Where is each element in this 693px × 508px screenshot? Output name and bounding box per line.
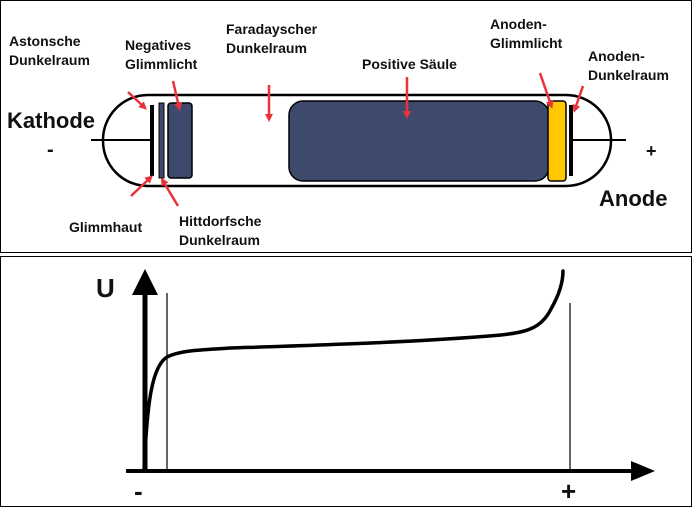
anoden-glimmlicht-label-line1: Anoden-	[490, 16, 547, 32]
negatives-label-line2: Glimmlicht	[125, 56, 198, 72]
y-axis-arrowhead	[132, 269, 158, 295]
negatives-glimmlicht-region	[167, 102, 193, 179]
anode-plus-sign: +	[646, 141, 657, 161]
x-axis-arrowhead	[631, 461, 655, 481]
voltage-plot-panel: U - +	[0, 256, 692, 507]
glimmhaut-region	[158, 102, 165, 179]
faraday-label-line1: Faradayscher	[226, 21, 318, 37]
cathode-minus-sign: -	[47, 139, 54, 161]
tube-diagram-panel: Astonsche Dunkelraum Negatives Glimmlich…	[0, 0, 692, 253]
voltage-plot: U - +	[96, 269, 655, 506]
glimmhaut-label: Glimmhaut	[69, 219, 142, 235]
astonsche-arrow	[127, 91, 147, 110]
anoden-dunkelraum-label-line1: Anoden-	[588, 48, 645, 64]
glass-tube	[101, 93, 613, 188]
hittdorf-arrow	[160, 177, 180, 207]
anoden-dunkel-arrow	[572, 85, 585, 113]
hittdorf-label-line1: Hittdorfsche	[179, 213, 262, 229]
voltage-curve	[142, 269, 565, 473]
y-axis-label: U	[96, 273, 115, 303]
positive-saeule-region	[288, 100, 550, 182]
hittdorf-label-line2: Dunkelraum	[179, 232, 260, 248]
astonsche-label-line2: Dunkelraum	[9, 52, 90, 68]
astonsche-label-line1: Astonsche	[9, 33, 81, 49]
anoden-glimmlicht-region	[547, 100, 567, 182]
cathode-label: Kathode	[7, 108, 95, 133]
faraday-label-line2: Dunkelraum	[226, 40, 307, 56]
x-plus-label: +	[561, 476, 576, 506]
glimmhaut-arrow	[130, 175, 153, 197]
tube-diagram: Astonsche Dunkelraum Negatives Glimmlich…	[7, 16, 669, 248]
negatives-label-line1: Negatives	[125, 37, 191, 53]
x-minus-label: -	[134, 476, 143, 506]
anoden-glimmlicht-label-line2: Glimmlicht	[490, 35, 563, 51]
anode-label: Anode	[599, 186, 667, 211]
negatives-arrow	[171, 80, 182, 111]
positive-saeule-label: Positive Säule	[362, 56, 457, 72]
anoden-glimm-arrow	[538, 72, 554, 109]
anoden-dunkelraum-label-line2: Dunkelraum	[588, 67, 669, 83]
